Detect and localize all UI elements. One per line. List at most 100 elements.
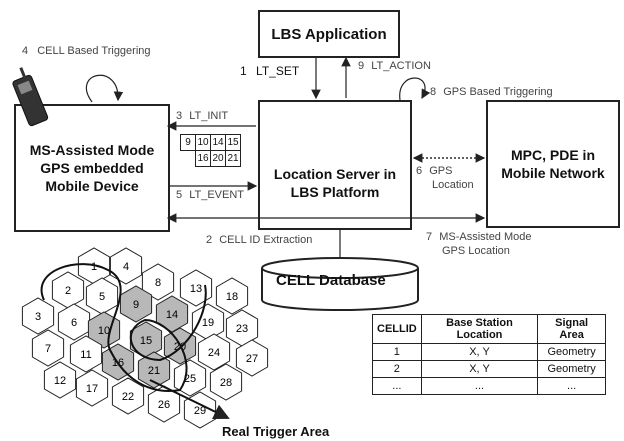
hex-cell-label: 8 [155,277,161,289]
location-server-label-2: LBS Platform [290,184,380,200]
hex-cell-label: 2 [65,285,71,297]
hex-cell [87,311,121,349]
hex-cell-label: 18 [226,291,238,303]
hex-cell-label: 29 [194,405,206,417]
location-server-box: Location Server in LBS Platform [258,100,412,230]
step-number: 3 [176,110,183,122]
mpc-pde-label-2: Mobile Network [501,165,605,181]
hex-cell-label: 10 [98,325,110,337]
hex-cell-label: 23 [236,323,248,335]
cellid-extraction-label: CELL ID Extraction [219,234,313,246]
hex-cell [21,297,55,335]
hex-cell-label: 3 [35,311,41,323]
hex-cell [111,377,145,415]
hex-cell [197,333,231,371]
table-row: 2 X, Y Geometry [372,360,606,378]
ms-device-box: MS-Assisted Mode GPS embedded Mobile Dev… [14,104,170,232]
step-number: 8 [430,86,437,98]
hex-cell [43,361,77,399]
gps-trigger-label: GPS Based Triggering [443,86,553,98]
lbs-application-box: LBS Application [258,10,400,58]
ms-gps-label-2: GPS Location [442,245,510,257]
hex-cell [209,363,243,401]
table-header: CELLID [372,314,422,344]
step-number: 2 [206,234,213,246]
hex-cell-label: 6 [71,317,77,329]
table-cell: 1 [372,343,422,361]
hex-cell-label: 12 [54,375,66,387]
hex-cell-label: 14 [166,309,178,321]
table-cell: X, Y [420,343,539,361]
hex-cell [215,277,249,315]
trajectory-path [40,263,207,392]
hex-cell [235,339,269,377]
mobile-phone-icon [12,67,49,127]
hex-cell [155,295,189,333]
table-cell: ... [537,377,606,395]
hex-cell-label: 7 [45,343,51,355]
ms-device-label-1: MS-Assisted Mode [29,142,155,158]
lt-init-cell-grid: 9 10 14 15 16 20 21 [180,134,241,167]
hex-cell-label: 24 [208,347,220,359]
hex-cell-label: 5 [99,291,105,303]
hex-cell [75,369,109,407]
lt-set-label: LT_SET [256,64,300,78]
table-row: ... ... ... [372,377,606,395]
step-number: 1 [240,64,247,78]
cell-trigger-loop [85,74,124,103]
table-cell: 2 [372,360,422,378]
hex-cell-label: 19 [202,317,214,329]
gps-location-label-2: Location [432,179,474,191]
real-trigger-arrow [149,379,230,420]
hex-cell-label: 9 [133,299,139,311]
hex-cell-label: 21 [148,365,160,377]
ms-device-label-3: Mobile Device [45,178,139,194]
hex-cell-label: 1 [91,261,97,273]
table-header: Base Station Location [420,314,539,344]
step-number: 5 [176,189,183,201]
step-number: 6 [416,165,423,177]
hex-cell-map: 1234567891011121314151617181920212223242… [21,247,269,429]
hex-cell-label: 13 [190,283,202,295]
step-number: 7 [426,231,433,243]
lt-init-label: LT_INIT [189,110,229,122]
hex-cell-label: 26 [158,399,170,411]
hex-cell-label: 17 [86,383,98,395]
ms-gps-label-1: MS-Assisted Mode [439,231,532,243]
hex-cell-label: 15 [140,335,152,347]
hex-cell-label: 4 [123,261,129,273]
hex-cell-label: 25 [184,373,196,385]
cell-id-table: CELLID Base Station Location Signal Area… [372,314,606,395]
mpc-pde-box: MPC, PDE in Mobile Network [486,100,620,228]
hex-cell [137,351,171,389]
table-header: Signal Area [537,314,606,344]
step-number: 9 [358,60,365,72]
hex-cell [109,247,143,285]
table-cell: ... [372,377,422,395]
cell-database-cylinder [261,257,419,311]
hex-cell-label: 11 [80,349,91,361]
gps-location-label-1: GPS [429,165,453,177]
lbs-application-label: LBS Application [271,25,387,43]
location-server-label-1: Location Server in [273,166,397,182]
gps-trigger-loop [399,77,431,101]
cell-database-label: CELL Database [276,272,386,289]
hex-cell [179,269,213,307]
ms-device-label-2: GPS embedded [40,160,144,176]
hex-cell [31,329,65,367]
step-number: 4 [22,45,29,57]
hex-cell-label: 28 [220,377,232,389]
hex-cell [57,303,91,341]
lt-action-label: LT_ACTION [371,60,431,72]
table-cell: Geometry [537,360,606,378]
cell-trigger-label: CELL Based Triggering [37,45,151,57]
table-cell: ... [420,377,539,395]
mpc-pde-label-1: MPC, PDE in [510,147,595,163]
table-cell: Geometry [537,343,606,361]
table-cell: X, Y [420,360,539,378]
grid-cell: 21 [225,150,241,167]
hex-cell-label: 27 [246,353,258,365]
hex-cell-label: 22 [122,391,134,403]
real-trigger-area-label: Real Trigger Area [222,424,330,439]
